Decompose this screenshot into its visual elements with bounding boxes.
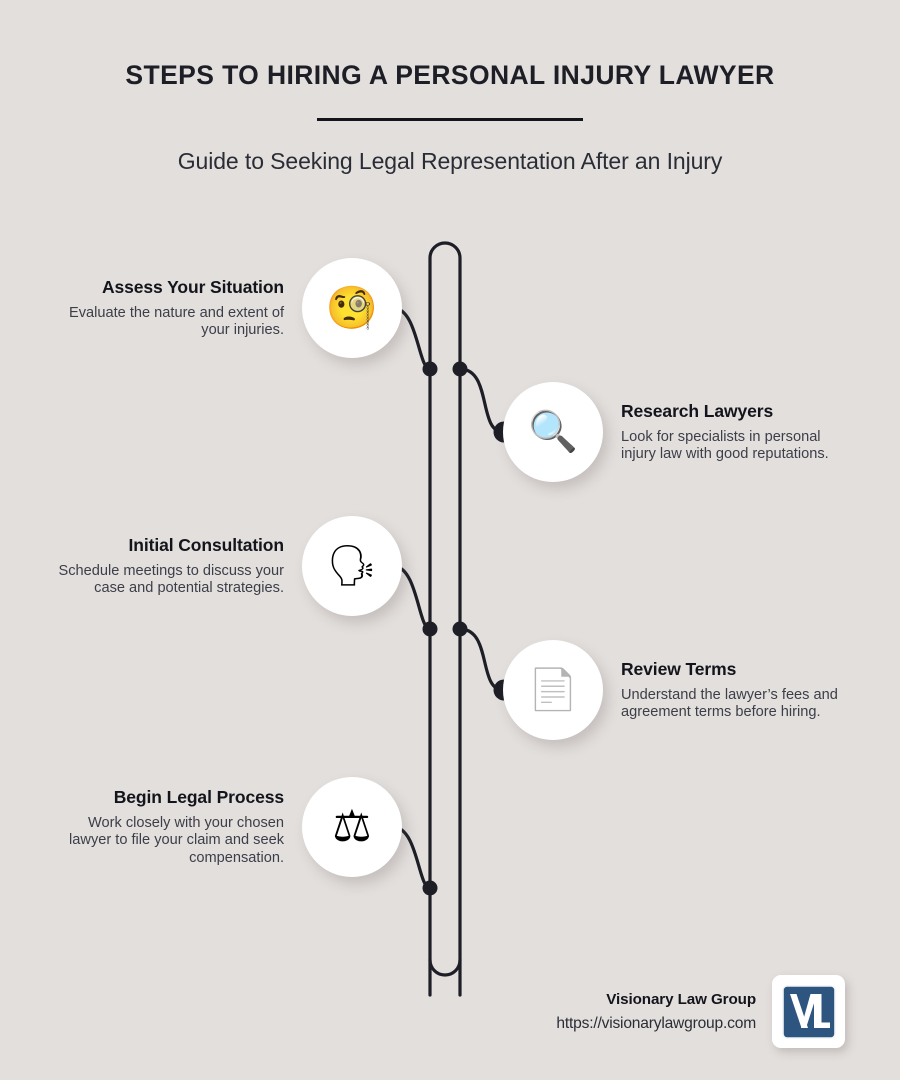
page-subtitle: Guide to Seeking Legal Representation Af… — [177, 147, 723, 174]
page-title: STEPS TO HIRING A PERSONAL INJURY LAWYER — [125, 60, 775, 90]
rail-node-4 — [452, 621, 468, 637]
step-title-4: Review Terms — [621, 658, 737, 679]
step-text-3: Initial Consultation Schedule meetings t… — [52, 535, 284, 597]
header: STEPS TO HIRING A PERSONAL INJURY LAWYER… — [0, 60, 900, 175]
step-item-5[interactable]: Begin Legal Process Work closely with yo… — [52, 777, 402, 877]
balance-scale-icon: ⚖ — [332, 802, 372, 851]
step-text-1: Assess Your Situation Evaluate the natur… — [52, 277, 284, 339]
brand-name: Visionary Law Group — [606, 990, 756, 1008]
step-description-1: Evaluate the nature and extent of your i… — [68, 304, 284, 338]
rail-node-3 — [422, 621, 438, 637]
step-icon-circle-2[interactable]: 🔍 — [503, 382, 603, 482]
monocle-face-icon: 🧐 — [325, 284, 379, 331]
step-icon-circle-1[interactable]: 🧐 — [302, 258, 402, 358]
title-divider — [317, 117, 583, 121]
step-description-2: Look for specialists in personal injury … — [621, 428, 829, 462]
step-title-5: Begin Legal Process — [113, 787, 284, 808]
step-text-5: Begin Legal Process Work closely with yo… — [52, 787, 284, 867]
step-title-1: Assess Your Situation — [101, 276, 284, 297]
rail-node-5 — [422, 880, 438, 896]
step-description-4: Understand the lawyer’s fees and agreeme… — [621, 686, 838, 720]
branch-step-2 — [458, 367, 505, 434]
speaking-head-icon: 🗣 — [326, 544, 378, 588]
rail-upper-loop — [428, 241, 462, 997]
footer-text: Visionary Law Group https://visionarylaw… — [556, 991, 756, 1033]
vl-monogram-logo — [781, 984, 836, 1039]
page-document-icon: 📄 — [528, 668, 578, 712]
footer: Visionary Law Group https://visionarylaw… — [455, 975, 845, 1048]
step-item-3[interactable]: Initial Consultation Schedule meetings t… — [52, 516, 402, 616]
step-description-5: Work closely with your chosen lawyer to … — [69, 815, 284, 866]
magnifying-glass-icon: 🔍 — [528, 410, 578, 454]
rail-node-2 — [452, 361, 468, 377]
rail-bottom-cap — [428, 958, 462, 977]
step-icon-circle-4[interactable]: 📄 — [503, 640, 603, 740]
step-title-3: Initial Consultation — [128, 534, 285, 555]
rail-node-1 — [422, 361, 438, 377]
brand-url[interactable]: https://visionarylawgroup.com — [556, 1014, 756, 1032]
step-text-4: Review Terms Understand the lawyer’s fee… — [621, 659, 853, 721]
step-item-4[interactable]: Review Terms Understand the lawyer’s fee… — [503, 640, 853, 740]
step-title-2: Research Lawyers — [621, 400, 774, 421]
step-icon-circle-5[interactable]: ⚖ — [302, 777, 402, 877]
branch-step-4 — [458, 627, 505, 692]
step-text-2: Research Lawyers Look for specialists in… — [621, 401, 853, 463]
step-description-3: Schedule meetings to discuss your case a… — [58, 562, 284, 596]
step-item-1[interactable]: Assess Your Situation Evaluate the natur… — [52, 258, 402, 358]
brand-logo-tile[interactable] — [772, 975, 845, 1048]
step-item-2[interactable]: Research Lawyers Look for specialists in… — [503, 382, 853, 482]
step-icon-circle-3[interactable]: 🗣 — [302, 516, 402, 616]
